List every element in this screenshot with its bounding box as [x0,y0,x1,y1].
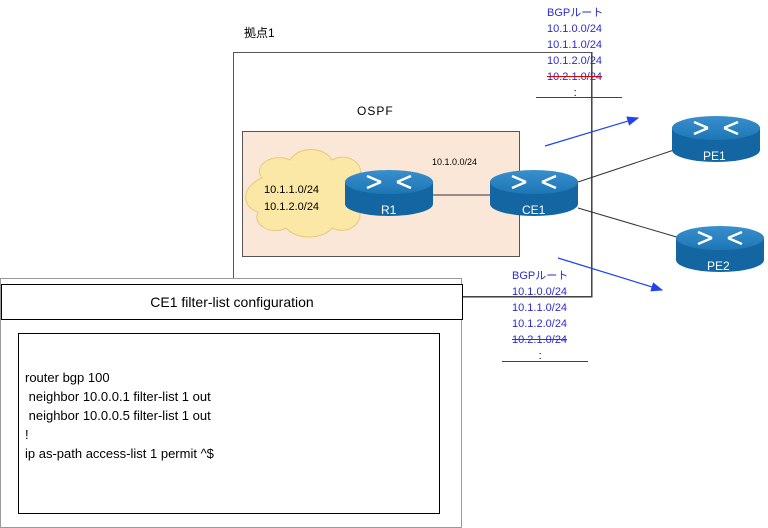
bgp-upper-route-1: 10.1.0.0/24 [547,23,603,35]
bgp-upper-filtered-route: 10.2.1.0/24 [547,71,603,83]
bgp-lower-route-3: 10.1.2.0/24 [512,318,568,330]
link-ce1-pe1 [577,147,681,183]
config-line-5: ip as-path access-list 1 permit ^$ [25,446,214,461]
bgp-upper-title: BGPルート [547,7,604,19]
config-line-2: neighbor 10.0.0.1 filter-list 1 out [25,389,211,404]
router-r1-label: R1 [381,203,397,217]
subnet-label: 10.1.0.0/24 [432,157,478,167]
bgp-upper-route-3: 10.1.2.0/24 [547,55,603,67]
bgp-lower-title: BGPルート [512,270,569,282]
cloud-route-1: 10.1.1.0/24 [264,184,320,196]
bgp-upper-route-2: 10.1.1.0/24 [547,39,603,51]
bgp-upper-underline [536,97,622,98]
advertise-arrow-pe2 [557,257,664,292]
bgp-lower-filtered-route: 10.2.1.0/24 [512,334,568,346]
config-code-box: router bgp 100 neighbor 10.0.0.1 filter-… [18,333,440,514]
site-label: 拠点1 [244,26,275,40]
config-line-1: router bgp 100 [25,370,110,385]
bgp-route-list-upper: BGPルート 10.1.0.0/24 10.1.1.0/24 10.1.2.0/… [547,5,603,101]
router-pe1-label: PE1 [703,149,726,163]
link-ce1-pe2 [577,207,681,239]
router-r1-icon[interactable] [345,170,433,216]
bgp-upper-ellipsis: : [573,87,577,99]
ospf-label: OSPF [357,104,394,118]
bgp-route-list-lower: BGPルート 10.1.0.0/24 10.1.1.0/24 10.1.2.0/… [512,268,568,364]
bgp-lower-ellipsis: : [538,350,542,362]
cloud-route-2: 10.1.2.0/24 [264,201,320,213]
router-ce1-icon[interactable] [490,170,578,216]
advertise-arrow-pe1 [544,116,640,147]
bgp-lower-route-2: 10.1.1.0/24 [512,302,568,314]
config-title: CE1 filter-list configuration [1,284,463,320]
bgp-lower-underline [502,361,588,362]
bgp-lower-route-1: 10.1.0.0/24 [512,286,568,298]
router-pe2-icon[interactable] [676,226,764,272]
router-pe1-icon[interactable] [672,116,760,162]
config-line-4: ! [25,427,29,442]
config-connector-line [462,52,593,298]
router-pe2-label: PE2 [707,259,730,273]
router-ce1-label: CE1 [522,203,546,217]
config-line-3: neighbor 10.0.0.5 filter-list 1 out [25,408,211,423]
